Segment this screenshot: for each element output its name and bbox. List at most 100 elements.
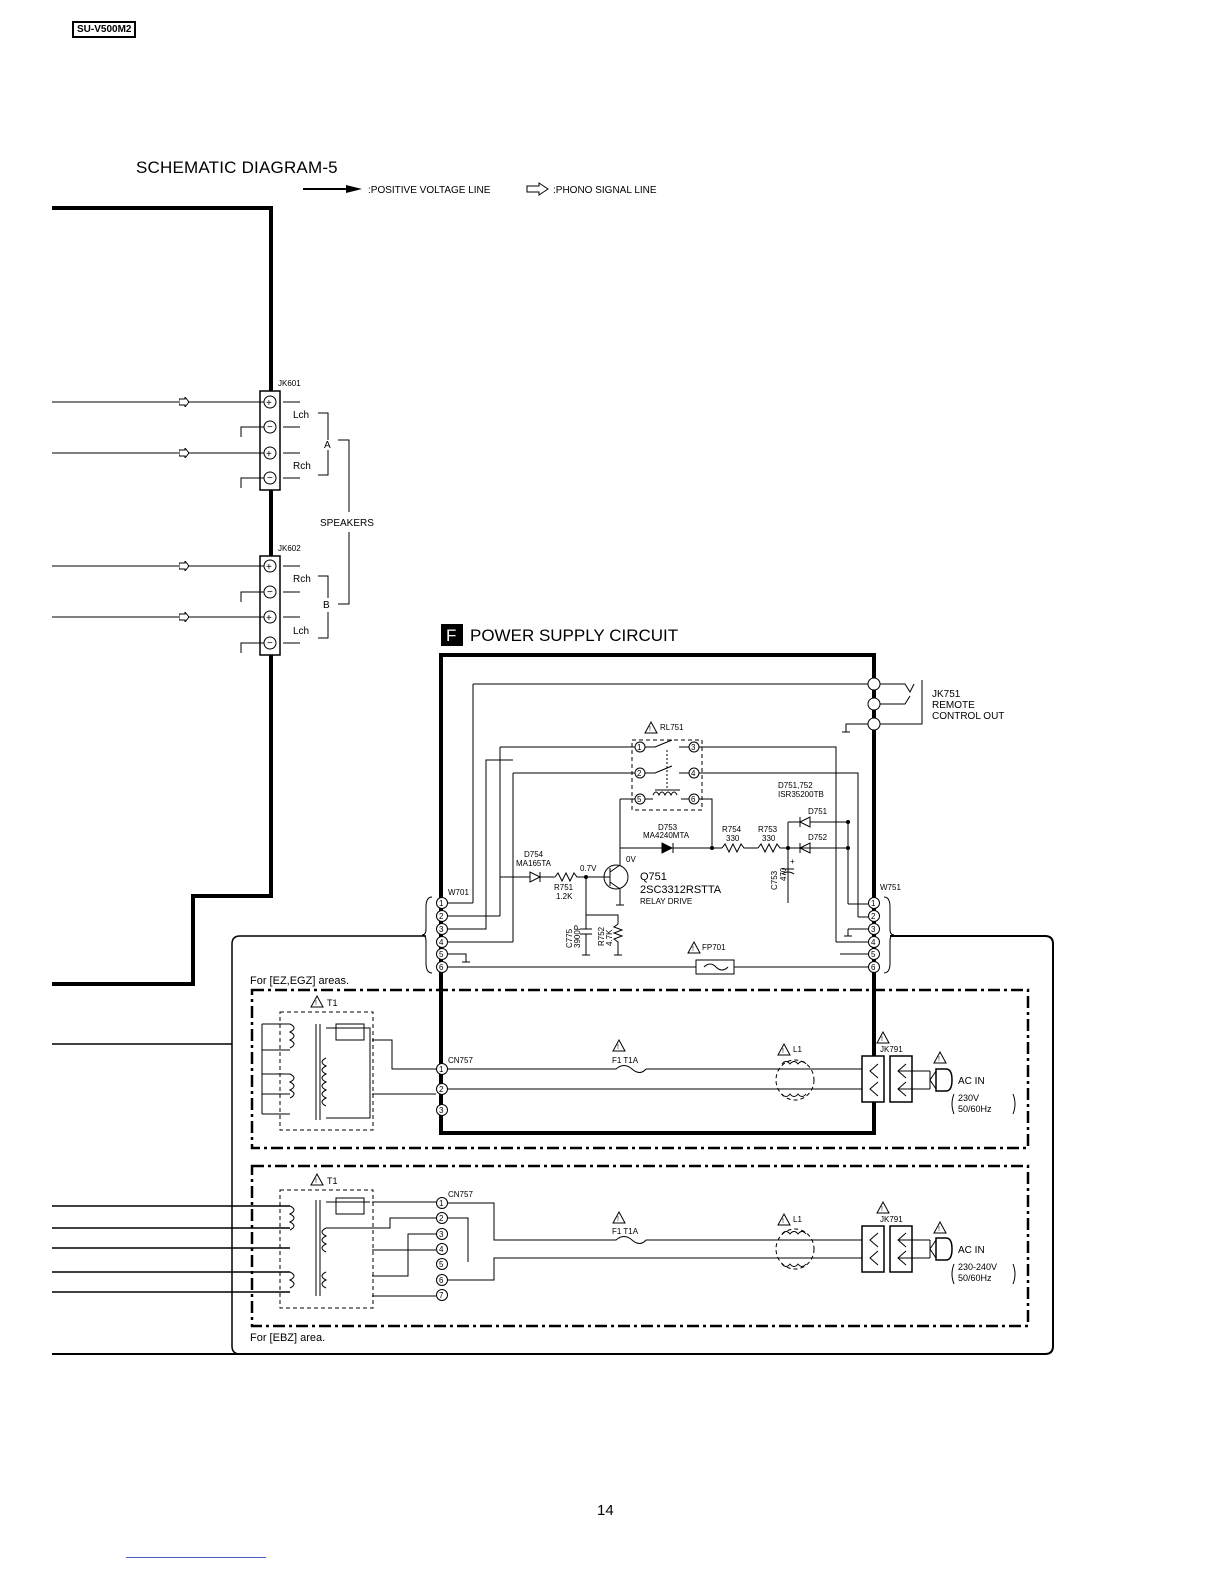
- d753-part: MA4240MTA: [643, 831, 690, 840]
- svg-text:+: +: [266, 562, 272, 573]
- svg-text:−: −: [267, 422, 273, 433]
- svg-text:!: !: [782, 1218, 784, 1225]
- q751-function: RELAY DRIVE: [640, 897, 692, 906]
- svg-text:!: !: [938, 1056, 940, 1063]
- svg-text:3: 3: [871, 925, 876, 934]
- svg-text:3: 3: [439, 1230, 444, 1239]
- ebz-fuse-label: F1 T1A: [612, 1227, 639, 1236]
- c775-value: 3900P: [573, 925, 582, 948]
- jk602-rch-label: Rch: [293, 574, 311, 585]
- c775-r752: C775 3900P R752 4.7K: [565, 877, 624, 956]
- phono-signal-arrow-sample: [526, 182, 549, 196]
- c753-value: 470: [779, 867, 788, 881]
- d754-label: D754: [524, 850, 544, 859]
- fp701-fuse: ! FP701: [687, 940, 735, 975]
- svg-text:5: 5: [637, 795, 642, 804]
- speaker-group-b-label: B: [323, 600, 330, 611]
- q751-base-voltage: 0.7V: [580, 864, 597, 873]
- jk751-label: JK751: [932, 689, 961, 700]
- legend-positive-text: :POSITIVE VOLTAGE LINE: [368, 185, 491, 196]
- ebz-jk791-label: JK791: [880, 1215, 903, 1224]
- svg-text:1: 1: [439, 1065, 444, 1074]
- svg-text:7: 7: [439, 1291, 444, 1300]
- d751-label: D751: [808, 807, 828, 816]
- rl751-label: RL751: [660, 723, 684, 732]
- ebz-voltage-label: 230-240V: [958, 1262, 997, 1272]
- svg-text:2: 2: [439, 1085, 444, 1094]
- ez-freq-label: 50/60Hz: [958, 1104, 992, 1114]
- d754-part: MA165TA: [516, 859, 552, 868]
- relay-drive-circuit: D754 MA165TA 0.7V 0V R751 1.2K Q751 2SC3…: [500, 848, 722, 906]
- jk751-jack: JK751 REMOTE CONTROL OUT: [472, 677, 1004, 903]
- jk601-rch-label: Rch: [293, 461, 311, 472]
- area-ez-label: For [EZ,EGZ] areas.: [250, 975, 349, 987]
- jk602-terminal: JK602 + − + − Rch Lch B: [52, 544, 330, 656]
- c753-label: C753: [770, 870, 779, 890]
- svg-text:2: 2: [637, 769, 642, 778]
- jk601-lch-label: Lch: [293, 410, 309, 421]
- svg-text:+: +: [266, 613, 272, 624]
- w701-label: W701: [448, 888, 469, 897]
- svg-text:+: +: [266, 398, 272, 409]
- section-f-badge: F: [446, 626, 456, 645]
- power-supply-board: [439, 653, 876, 1135]
- footer-link-underline: [126, 1557, 266, 1558]
- svg-text:2: 2: [871, 912, 876, 921]
- w701-connector: W701 1 2 3 4 5 6: [421, 759, 868, 974]
- legend: :POSITIVE VOLTAGE LINE :PHONO SIGNAL LIN…: [303, 182, 657, 196]
- fp701-label: FP701: [702, 943, 726, 952]
- power-supply-header: F POWER SUPPLY CIRCUIT: [441, 624, 678, 646]
- svg-text:1: 1: [439, 899, 444, 908]
- ez-l1-label: L1: [793, 1045, 802, 1054]
- svg-text:!: !: [617, 1216, 619, 1223]
- ez-jk791-label: JK791: [880, 1045, 903, 1054]
- svg-text:4: 4: [439, 938, 444, 947]
- d751-752-part: ISR35200TB: [778, 790, 824, 799]
- svg-text:−: −: [267, 638, 273, 649]
- svg-text:!: !: [692, 946, 694, 953]
- c775-label: C775: [565, 928, 574, 948]
- svg-text:+: +: [266, 449, 272, 460]
- svg-text:−: −: [267, 587, 273, 598]
- r752-value: 4.7K: [605, 929, 614, 946]
- q751-part: 2SC3312RSTTA: [640, 884, 722, 896]
- ez-fuse-label: F1 T1A: [612, 1056, 639, 1065]
- svg-text:5: 5: [439, 950, 444, 959]
- jk602-label: JK602: [278, 544, 301, 553]
- jk602-lch-label: Lch: [293, 626, 309, 637]
- svg-text:3: 3: [691, 743, 696, 752]
- w751-connector: W751 1 2 3 4 5 6: [836, 883, 901, 974]
- jk751-desc-2: CONTROL OUT: [932, 711, 1004, 722]
- ebz-freq-label: 50/60Hz: [958, 1273, 992, 1283]
- svg-text:!: !: [315, 1000, 317, 1007]
- svg-text:1: 1: [871, 899, 876, 908]
- svg-text:6: 6: [439, 1276, 444, 1285]
- svg-text:3: 3: [439, 1106, 444, 1115]
- q751-label: Q751: [640, 871, 667, 883]
- r754-label: R754: [722, 825, 742, 834]
- diagram-title: SCHEMATIC DIAGRAM-5: [136, 158, 338, 177]
- power-supply-title: POWER SUPPLY CIRCUIT: [470, 626, 678, 645]
- d753-r754-r753: D753 MA4240MTA R754 330 R753 330: [619, 799, 800, 854]
- svg-text:!: !: [782, 1048, 784, 1055]
- svg-text:!: !: [315, 1178, 317, 1185]
- q751-collector-voltage: 0V: [626, 855, 636, 864]
- relay-rl751: ! RL751 1 3 2 4 5 6: [499, 720, 859, 942]
- speaker-group-a-label: A: [324, 440, 331, 451]
- svg-text:!: !: [617, 1044, 619, 1051]
- svg-text:1: 1: [637, 743, 642, 752]
- r753-value: 330: [762, 834, 776, 843]
- svg-text:2: 2: [439, 1214, 444, 1223]
- d751-d752: D751,752 ISR35200TB D751 D752 + C753 470: [770, 781, 868, 905]
- svg-text:6: 6: [691, 795, 696, 804]
- speakers-bracket: SPEAKERS: [320, 439, 374, 605]
- svg-text:1: 1: [439, 1199, 444, 1208]
- svg-text:6: 6: [439, 963, 444, 972]
- d751-752-label: D751,752: [778, 781, 813, 790]
- page-number: 14: [597, 1502, 614, 1519]
- speakers-label: SPEAKERS: [320, 518, 374, 529]
- svg-text:−: −: [267, 473, 273, 484]
- svg-text:4: 4: [691, 769, 696, 778]
- ez-ac-in-label: AC IN: [958, 1076, 985, 1087]
